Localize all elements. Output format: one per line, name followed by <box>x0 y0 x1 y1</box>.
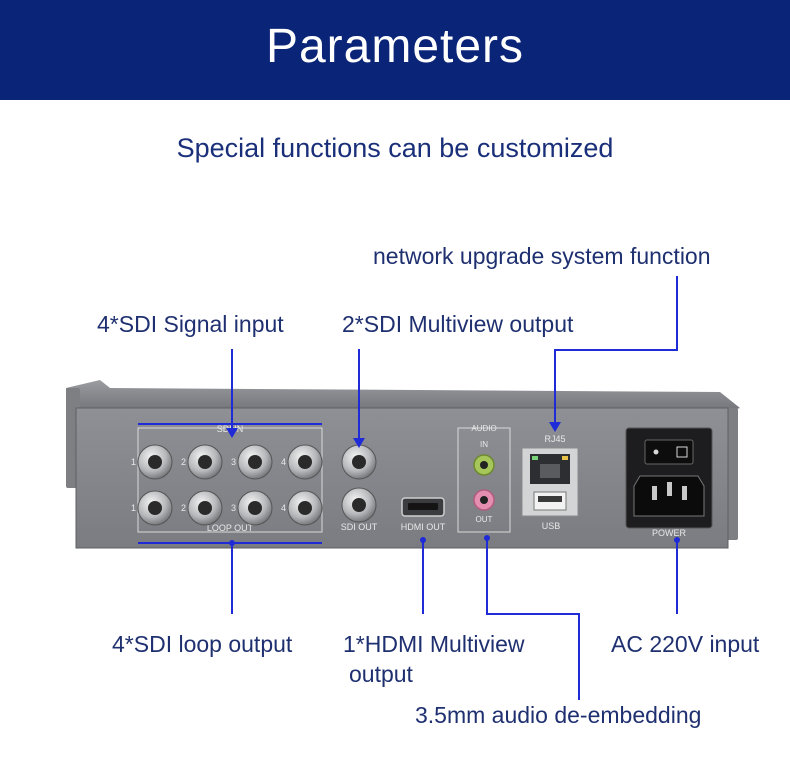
arrowhead-icon <box>353 438 365 448</box>
sdi-loop-connectors <box>137 490 323 526</box>
port-number: 1 <box>131 457 136 467</box>
bnc-connector-core <box>198 501 212 515</box>
leader-lines <box>231 276 678 700</box>
port-number: 3 <box>231 503 236 513</box>
leader-network <box>554 276 678 424</box>
sdi-output-connectors <box>341 444 377 523</box>
bnc-connector-core <box>148 455 162 469</box>
bnc-connector-core <box>148 501 162 515</box>
audio-in-jack-hole <box>480 461 488 469</box>
callout-hdmi-multiview-line1: 1*HDMI Multiview <box>343 631 525 657</box>
port-number: 1 <box>131 503 136 513</box>
port-number: 2 <box>181 457 186 467</box>
callout-network-upgrade: network upgrade system function <box>373 243 711 269</box>
bnc-connector-core <box>198 455 212 469</box>
power-pin <box>667 482 672 496</box>
bnc-connector-core <box>352 498 366 512</box>
bnc-connector-core <box>298 501 312 515</box>
dot-icon <box>484 535 490 541</box>
dot-icon <box>674 537 680 543</box>
chassis-face <box>75 407 729 549</box>
rj45-led-left <box>532 456 538 460</box>
header-banner: Parameters <box>0 0 790 100</box>
power-label: POWER <box>652 528 687 538</box>
power-switch <box>644 439 694 465</box>
audio-label: AUDIO <box>471 424 496 433</box>
power-pin <box>682 486 687 500</box>
bnc-connector-core <box>352 455 366 469</box>
callout-ac-input: AC 220V input <box>611 631 760 657</box>
sdi-input-connectors <box>137 444 323 480</box>
usb-label: USB <box>542 521 561 531</box>
port-number: 4 <box>281 503 286 513</box>
chassis-top <box>66 380 740 414</box>
hdmi-out-label: HDMI OUT <box>401 522 446 532</box>
audio-group-frame <box>457 427 511 533</box>
hdmi-port-slot <box>408 503 438 510</box>
port-number: 3 <box>231 457 236 467</box>
power-switch-off-mark <box>653 449 659 455</box>
port-number: 2 <box>181 503 186 513</box>
audio-out-jack-hole <box>480 496 488 504</box>
sdi-out-label: SDI OUT <box>341 522 378 532</box>
leader-audio <box>486 538 580 700</box>
bnc-connector-core <box>298 455 312 469</box>
arrowhead-icon <box>549 422 561 432</box>
callout-hdmi-multiview-line2: output <box>349 661 413 687</box>
rj45-label: RJ45 <box>544 434 565 444</box>
audio-in-label: IN <box>480 440 488 449</box>
callout-audio-deembedding: 3.5mm audio de-embedding <box>415 702 702 728</box>
rj45-led-right <box>562 456 568 460</box>
port-number: 4 <box>281 457 286 467</box>
bnc-connector-core <box>248 455 262 469</box>
leader-arrowheads <box>226 422 680 546</box>
subtitle: Special functions can be customized <box>176 133 614 163</box>
callout-sdi-multiview-output: 2*SDI Multiview output <box>342 311 574 337</box>
dot-icon <box>420 537 426 543</box>
loop-out-label: LOOP OUT <box>207 523 254 533</box>
arrowhead-icon <box>226 428 238 438</box>
power-switch-on-mark <box>676 446 688 458</box>
usb-port-tongue <box>538 496 562 502</box>
rj45-socket <box>540 464 560 478</box>
port-numbers: 1 2 3 4 1 2 3 4 <box>131 457 286 513</box>
dot-icon <box>229 540 235 546</box>
power-pin <box>652 486 657 500</box>
page-title: Parameters <box>265 19 525 73</box>
audio-out-label: OUT <box>476 515 493 524</box>
callout-sdi-loop-output: 4*SDI loop output <box>112 631 293 657</box>
callout-sdi-signal-input: 4*SDI Signal input <box>97 311 284 337</box>
bnc-connector-core <box>248 501 262 515</box>
